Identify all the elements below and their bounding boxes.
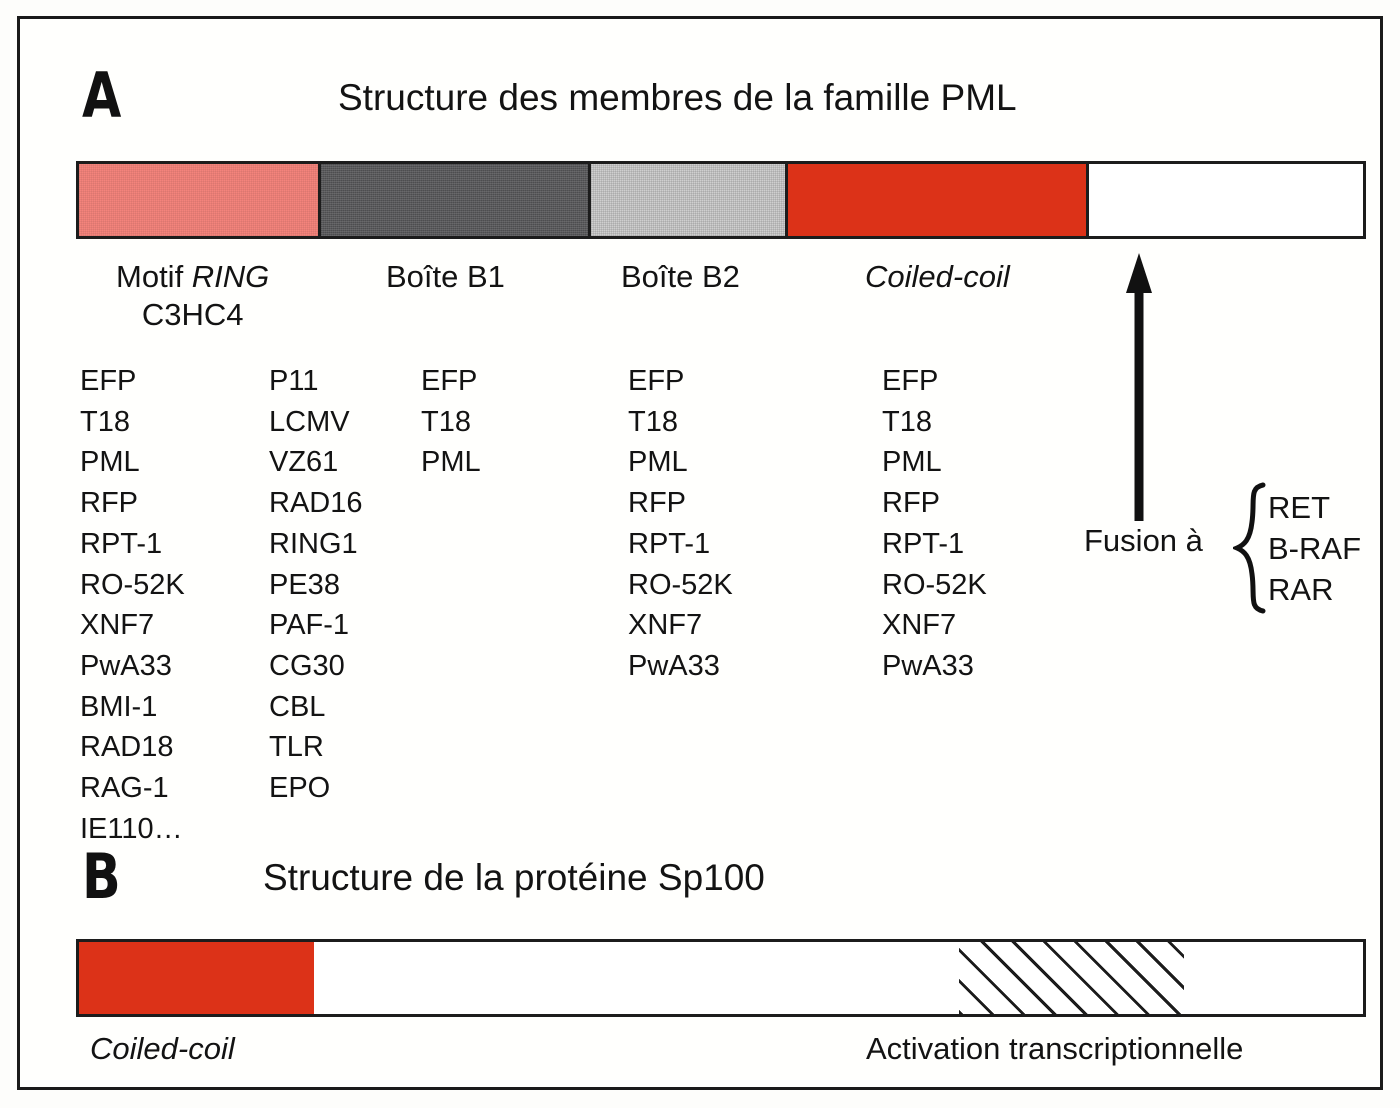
panel-b-title: Structure de la protéine Sp100 bbox=[263, 857, 765, 898]
list-item: RFP bbox=[628, 487, 686, 520]
sp100-segment-activation bbox=[959, 942, 1184, 1014]
sp100-segment-spacer-2 bbox=[1184, 942, 1363, 1014]
list-item: T18 bbox=[80, 405, 130, 438]
list-item: P11 bbox=[269, 365, 319, 397]
list-item: PE38 bbox=[269, 568, 340, 601]
list-item: PML bbox=[628, 446, 688, 479]
list-item: RFP bbox=[80, 487, 138, 520]
list-item: XNF7 bbox=[80, 609, 155, 642]
list-item: PwA33 bbox=[628, 649, 720, 682]
list-item: B-RAF bbox=[1268, 531, 1361, 566]
domain-segment-b1 bbox=[318, 164, 588, 236]
list-item: EFP bbox=[421, 365, 478, 397]
list-item: RPT-1 bbox=[882, 527, 965, 560]
list-item: VZ61 bbox=[269, 446, 339, 479]
domain-label-ring-main: Motif bbox=[116, 259, 192, 294]
domain-label-ring-italic: RING bbox=[191, 259, 270, 294]
list-item: IE110… bbox=[80, 812, 183, 845]
domain-segment-tail bbox=[1086, 164, 1363, 236]
pml-domain-bar bbox=[76, 161, 1366, 239]
domain-segment-ring bbox=[79, 164, 318, 236]
list-item: T18 bbox=[882, 405, 932, 438]
fusion-label: Fusion à bbox=[1084, 523, 1203, 558]
list-item: RAD18 bbox=[80, 731, 174, 764]
list-item: RAD16 bbox=[269, 487, 363, 520]
list-item: CBL bbox=[269, 690, 326, 723]
list-item: PAF-1 bbox=[269, 609, 350, 642]
sp100-segment-spacer-1 bbox=[314, 942, 959, 1014]
sp100-label-activation: Activation transcriptionnelle bbox=[866, 1031, 1244, 1066]
domain-segment-b2 bbox=[588, 164, 785, 236]
list-item: CG30 bbox=[269, 649, 345, 682]
domain-label-b2: Boîte B2 bbox=[621, 259, 740, 294]
fusion-arrow-icon bbox=[1126, 253, 1152, 521]
list-item: PML bbox=[80, 446, 140, 479]
list-item: EFP bbox=[628, 365, 685, 397]
domain-label-coiled-coil: Coiled-coil bbox=[865, 259, 1010, 294]
figure-frame: A Structure des membres de la famille PM… bbox=[17, 16, 1383, 1090]
fusion-target-list: RET B-RAF RAR bbox=[1268, 487, 1361, 610]
list-item: PML bbox=[882, 446, 942, 479]
list-item: PwA33 bbox=[882, 649, 974, 682]
list-item: T18 bbox=[628, 405, 678, 438]
list-item: TLR bbox=[269, 731, 324, 764]
list-item: PML bbox=[421, 446, 481, 479]
list-item: RO-52K bbox=[882, 568, 987, 601]
list-item: XNF7 bbox=[882, 609, 957, 642]
sp100-label-coiled-coil: Coiled-coil bbox=[90, 1031, 235, 1066]
list-item: EPO bbox=[269, 772, 331, 805]
list-item: BMI-1 bbox=[80, 690, 158, 723]
panel-b-letter: B bbox=[82, 840, 121, 913]
list-item: RO-52K bbox=[628, 568, 733, 601]
list-item: PwA33 bbox=[80, 649, 172, 682]
list-item: RPT-1 bbox=[628, 527, 711, 560]
sp100-segment-coiled-coil bbox=[79, 942, 314, 1014]
list-item: RAR bbox=[1268, 572, 1334, 607]
list-item: RING1 bbox=[269, 527, 358, 560]
list-item: XNF7 bbox=[628, 609, 703, 642]
list-item: EFP bbox=[882, 365, 939, 397]
panel-a-letter: A bbox=[82, 59, 121, 132]
domain-label-b1: Boîte B1 bbox=[386, 259, 505, 294]
list-item: T18 bbox=[421, 405, 471, 438]
list-item: RFP bbox=[882, 487, 940, 520]
domain-label-ring: Motif RING C3HC4 bbox=[116, 259, 269, 333]
list-item: RPT-1 bbox=[80, 527, 163, 560]
panel-a-title: Structure des membres de la famille PML bbox=[338, 77, 1017, 118]
fusion-brace-icon bbox=[1233, 482, 1266, 614]
list-item: RET bbox=[1268, 490, 1330, 525]
list-item: RAG-1 bbox=[80, 772, 169, 805]
list-item: EFP bbox=[80, 365, 137, 397]
list-item: RO-52K bbox=[80, 568, 185, 601]
domain-label-ring-sub: C3HC4 bbox=[141, 297, 244, 332]
domain-segment-coiled-coil bbox=[785, 164, 1086, 236]
list-item: LCMV bbox=[269, 405, 350, 438]
sp100-domain-bar bbox=[76, 939, 1366, 1017]
